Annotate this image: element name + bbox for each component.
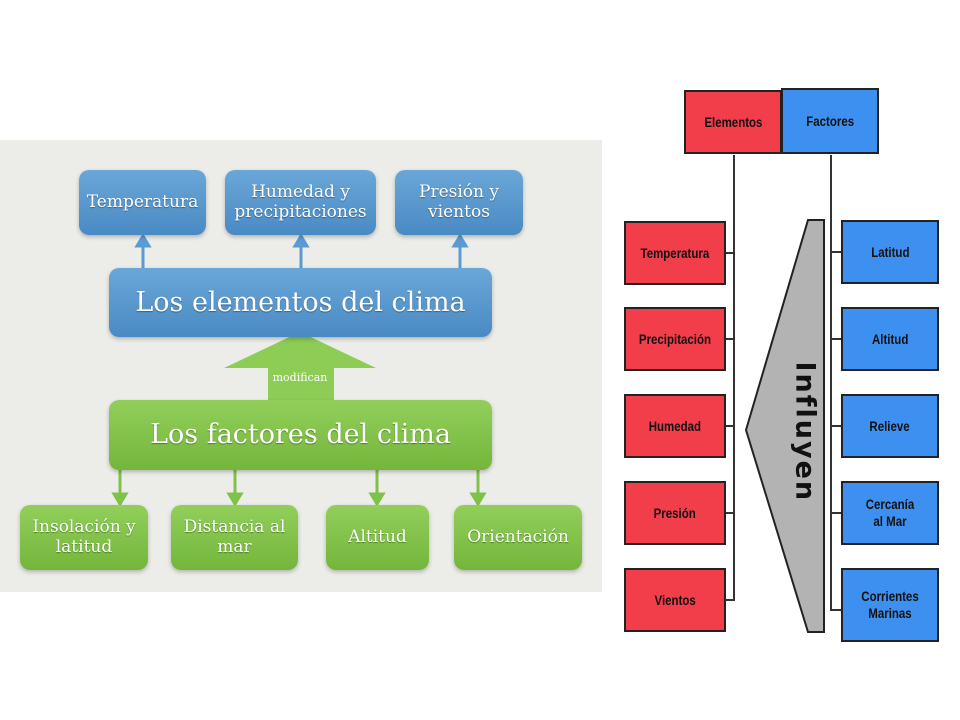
box-orientacion-label: Orientación: [467, 526, 569, 547]
box-humedad: Humedad y precipitaciones: [225, 170, 376, 235]
header-factores-label: Factores: [806, 112, 854, 129]
influyen-arrow: [744, 219, 825, 633]
factor-corrientes: Corrientes Marinas: [841, 568, 939, 642]
factor-altitud-label: Altitud: [871, 330, 909, 347]
element-vientos-label: Vientos: [654, 591, 696, 608]
element-humedad: Humedad: [624, 394, 726, 458]
factor-cercania: Cercanía al Mar: [841, 481, 939, 545]
header-elementos: Elementos: [684, 90, 782, 154]
box-presion: Presión y vientos: [395, 170, 523, 235]
box-insolacion-label: Insolación y latitud: [32, 516, 136, 557]
factor-relieve: Relieve: [841, 394, 939, 458]
element-presion-label: Presión: [653, 504, 697, 521]
box-distancia: Distancia al mar: [171, 505, 298, 570]
elements-connector: [726, 155, 735, 601]
box-elementos-del-clima: Los elementos del clima: [109, 268, 492, 337]
factor-corrientes-label: Corrientes Marinas: [861, 588, 919, 621]
factor-altitud: Altitud: [841, 307, 939, 371]
box-orientacion: Orientación: [454, 505, 582, 570]
element-precipitacion-label: Precipitación: [638, 330, 712, 347]
factor-latitud-label: Latitud: [870, 243, 910, 260]
modifican-label: modifican: [272, 371, 328, 384]
element-precipitacion: Precipitación: [624, 307, 726, 371]
arrowhead-orientacion: [469, 492, 487, 507]
element-temperatura: Temperatura: [624, 221, 726, 285]
box-altitud: Altitud: [326, 505, 429, 570]
influyen-label: Influyen: [789, 361, 821, 503]
arrowhead-altitud: [368, 492, 386, 507]
element-humedad-label: Humedad: [648, 417, 702, 434]
factor-cercania-label: Cercanía al Mar: [865, 496, 915, 529]
element-presion: Presión: [624, 481, 726, 545]
arrowhead-distancia: [226, 492, 244, 507]
elementos-del-clima-label: Los elementos del clima: [135, 286, 466, 318]
arrowhead-presion: [451, 233, 469, 248]
arrowhead-temperatura: [134, 233, 152, 248]
box-altitud-label: Altitud: [348, 526, 407, 547]
box-presion-label: Presión y vientos: [419, 181, 499, 222]
element-vientos: Vientos: [624, 568, 726, 632]
arrowhead-humedad: [292, 233, 310, 248]
box-factores-del-clima: Los factores del clima: [109, 400, 492, 470]
header-elementos-label: Elementos: [703, 113, 763, 130]
box-temperatura: Temperatura: [79, 170, 206, 235]
factors-connector: [830, 155, 841, 611]
box-humedad-label: Humedad y precipitaciones: [234, 181, 367, 222]
header-factores: Factores: [781, 88, 879, 154]
box-insolacion: Insolación y latitud: [20, 505, 148, 570]
box-temperatura-label: Temperatura: [86, 191, 199, 212]
factor-latitud: Latitud: [841, 220, 939, 284]
modifican-arrow: [224, 332, 376, 414]
factor-relieve-label: Relieve: [869, 417, 911, 434]
element-temperatura-label: Temperatura: [640, 244, 710, 261]
arrowhead-insolacion: [111, 492, 129, 507]
box-distancia-label: Distancia al mar: [183, 516, 286, 557]
factores-del-clima-label: Los factores del clima: [150, 419, 451, 451]
